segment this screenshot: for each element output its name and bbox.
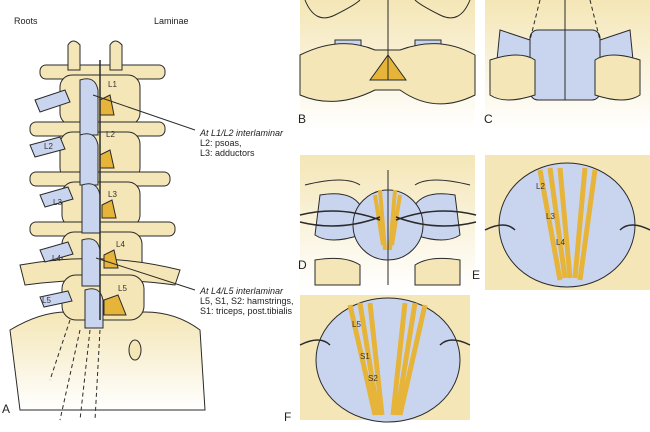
- panel-letter-c: C: [484, 112, 493, 126]
- root-label-l5: L5: [42, 296, 51, 305]
- callout-line-2: [95, 257, 196, 291]
- panel-a-spine: [9, 40, 206, 421]
- e-label-l3: L3: [546, 212, 555, 221]
- panel-letter-d: D: [298, 258, 307, 272]
- panel-letter-f: F: [284, 410, 292, 424]
- header-laminae: Laminae: [154, 16, 189, 26]
- vertebra-label-l1: L1: [108, 80, 117, 89]
- callout-l1-l2: At L1/L2 interlaminar L2: psoas, L3: add…: [200, 128, 284, 158]
- e-label-l4: L4: [556, 238, 565, 247]
- ligamentum-flavum: [99, 94, 127, 316]
- e-label-l2: L2: [536, 182, 545, 191]
- f-label-l5: L5: [352, 320, 361, 329]
- vertebra-label-l3: L3: [108, 190, 117, 199]
- panel-f: [299, 295, 471, 423]
- root-label-l4: L4: [52, 254, 61, 263]
- panel-d: [299, 155, 477, 290]
- callout-line-1: [92, 94, 196, 131]
- vertebra-label-l4: L4: [116, 240, 125, 249]
- vertebra-label-l5: L5: [118, 284, 127, 293]
- panel-e: [484, 155, 650, 290]
- vertebra-label-l2: L2: [106, 130, 115, 139]
- callout-l4-l5: At L4/L5 interlaminar L5, S1, S2: hamstr…: [200, 286, 294, 316]
- panel-letter-e: E: [472, 268, 481, 282]
- header-roots: Roots: [14, 16, 38, 26]
- panel-b: [299, 0, 476, 130]
- panel-letter-a: A: [2, 402, 11, 416]
- f-label-s2: S2: [368, 374, 378, 383]
- root-label-l3: L3: [53, 198, 62, 207]
- panel-letter-b: B: [298, 112, 307, 126]
- panel-c: [485, 0, 650, 130]
- root-label-l2: L2: [44, 142, 53, 151]
- f-label-s1: S1: [360, 352, 370, 361]
